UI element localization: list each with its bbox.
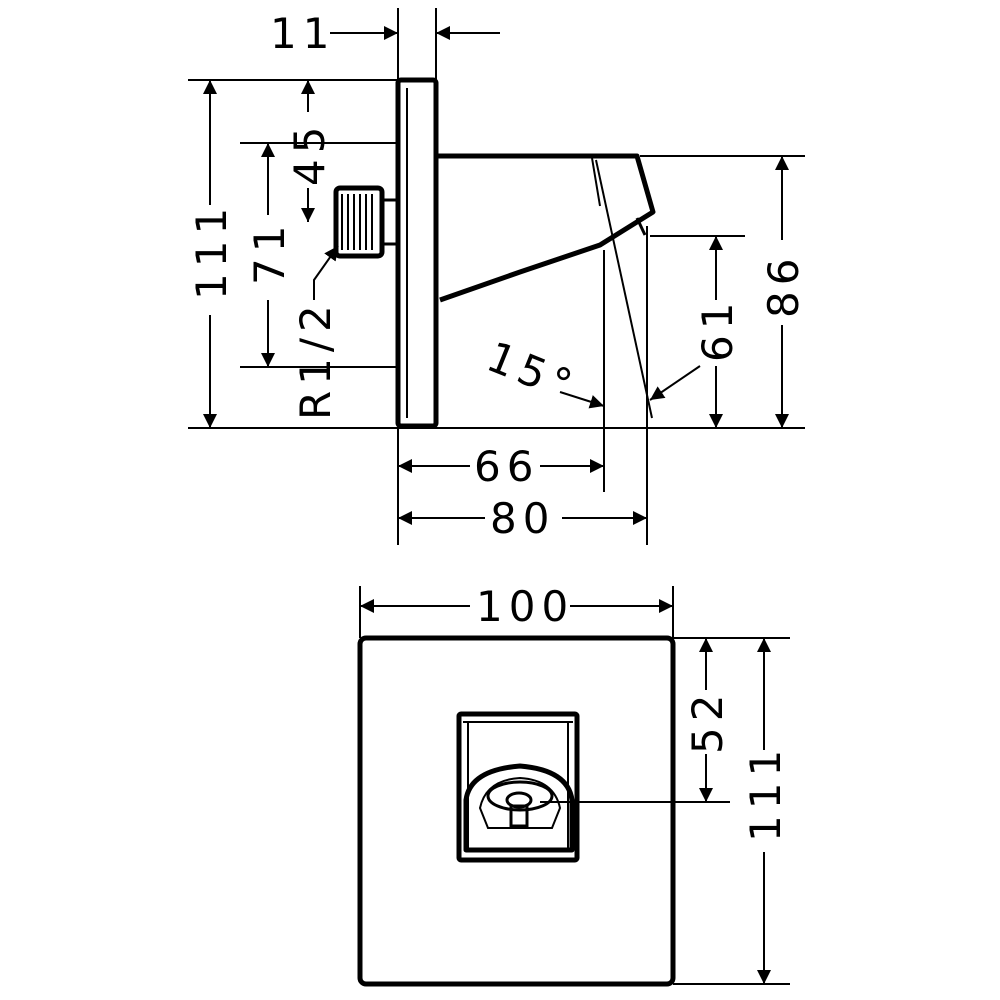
spout-face-line bbox=[591, 157, 601, 207]
dim-connection-offset-label: 45 bbox=[285, 121, 334, 186]
dim-plate-thickness: 11 bbox=[270, 9, 500, 58]
dim-total-height-label: 111 bbox=[187, 202, 236, 300]
dim-outlet-from-top-label: 52 bbox=[683, 689, 732, 754]
dim-spout-height-label: 86 bbox=[759, 253, 808, 318]
dim-projection-66-label: 66 bbox=[474, 442, 539, 491]
dim-height: 111 bbox=[741, 638, 790, 984]
dim-connection-spacing: 71 bbox=[245, 143, 294, 367]
connection-neck bbox=[380, 198, 400, 246]
dim-width-label: 100 bbox=[476, 582, 574, 631]
dim-plate-thickness-label: 11 bbox=[270, 9, 335, 58]
dim-projection-66: 66 bbox=[398, 442, 604, 491]
thread-callout: R1/2 bbox=[291, 245, 340, 420]
dim-width: 100 bbox=[360, 582, 673, 631]
outlet-ring bbox=[486, 780, 554, 812]
dim-connection-spacing-label: 71 bbox=[245, 220, 294, 285]
dim-total-height: 111 bbox=[187, 80, 236, 428]
dim-angle: 15° bbox=[480, 332, 701, 412]
dim-spout-height: 86 bbox=[759, 156, 808, 428]
front-view: 100 52 111 bbox=[357, 582, 790, 987]
dim-projection-80: 80 bbox=[398, 494, 647, 543]
dim-connection-offset: 45 bbox=[285, 80, 334, 222]
outlet-bell bbox=[463, 763, 575, 853]
spout-housing bbox=[456, 711, 580, 863]
dim-height-label: 111 bbox=[741, 744, 790, 842]
outlet-stem bbox=[509, 804, 529, 828]
extension-lines bbox=[188, 8, 805, 545]
dim-angle-label: 15° bbox=[480, 332, 584, 412]
cover-plate bbox=[357, 635, 676, 987]
connection-ribs bbox=[341, 194, 373, 250]
spout-tip-bottom bbox=[635, 217, 647, 236]
wall-plate bbox=[395, 77, 439, 429]
dim-outlet-height: 61 bbox=[693, 236, 742, 428]
side-view: 11 111 45 71 R1/2 86 bbox=[187, 8, 808, 545]
thread-label: R1/2 bbox=[291, 299, 340, 420]
spout-body bbox=[438, 153, 656, 303]
dim-outlet-from-top: 52 bbox=[683, 638, 732, 802]
dim-outlet-height-label: 61 bbox=[693, 297, 742, 362]
dim-projection-80-label: 80 bbox=[490, 494, 555, 543]
